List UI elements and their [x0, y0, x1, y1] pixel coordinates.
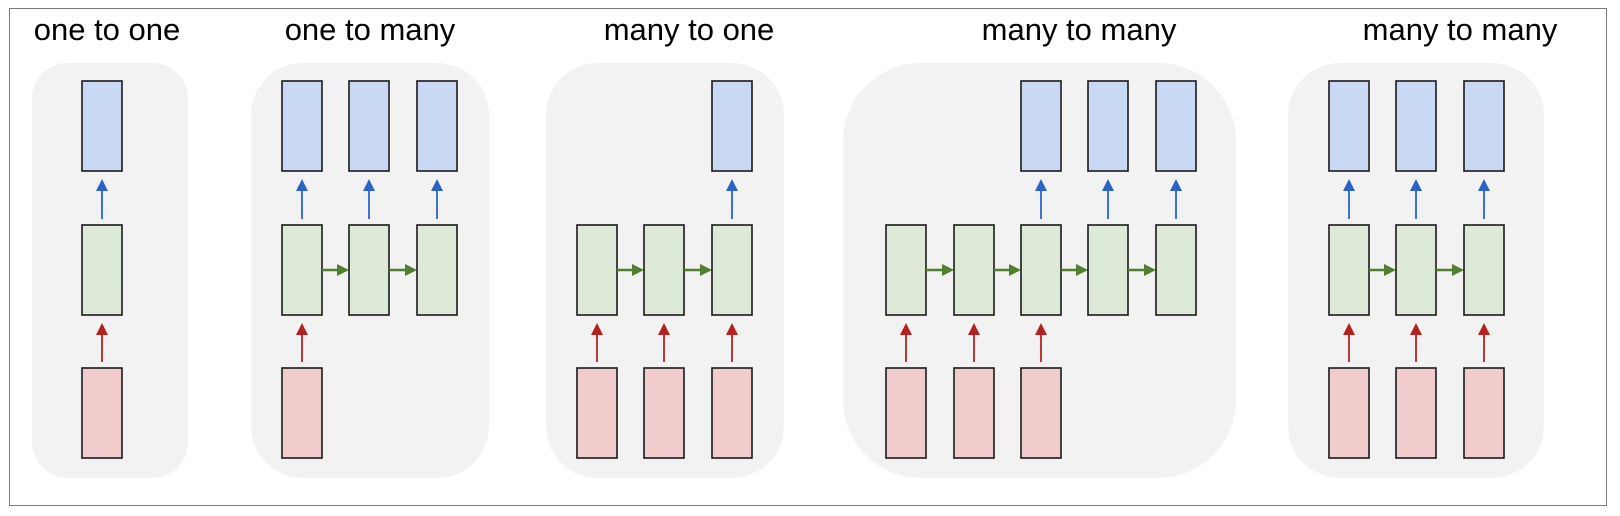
recurrent-arrow-p4-2-head	[1009, 264, 1021, 276]
output-arrow-p5-1-head	[1343, 179, 1355, 191]
input-arrow-p1-1-head	[96, 323, 108, 335]
panel-title-one-to-one: one to one	[34, 12, 181, 47]
recurrent-arrow-p4-4-head	[1144, 264, 1156, 276]
input-box-p3-3	[711, 367, 753, 459]
output-box-p5-1	[1328, 80, 1370, 172]
hidden-state-box-p5-2	[1395, 224, 1437, 316]
hidden-state-box-p3-1	[576, 224, 618, 316]
hidden-state-box-p4-4	[1087, 224, 1129, 316]
output-arrow-p5-3-head	[1478, 179, 1490, 191]
panel-title-many-to-one: many to one	[604, 12, 775, 47]
output-arrow-p3-3-head	[726, 179, 738, 191]
hidden-state-box-p5-1	[1328, 224, 1370, 316]
input-box-p2-1	[281, 367, 323, 459]
hidden-state-box-p2-1	[281, 224, 323, 316]
diagram-frame	[9, 8, 1607, 506]
output-box-p4-3	[1020, 80, 1062, 172]
input-arrow-p5-3-head	[1478, 323, 1490, 335]
output-box-p3-3	[711, 80, 753, 172]
input-arrow-p3-2-head	[658, 323, 670, 335]
output-arrow-p4-5-head	[1170, 179, 1182, 191]
input-arrow-p3-3-head	[726, 323, 738, 335]
output-box-p1-1	[81, 80, 123, 172]
panel-title-many-to-many-2: many to many	[1363, 12, 1558, 47]
output-arrow-p2-3-head	[431, 179, 443, 191]
input-box-p5-1	[1328, 367, 1370, 459]
recurrent-arrow-p5-2-head	[1452, 264, 1464, 276]
output-box-p2-3	[416, 80, 458, 172]
input-arrow-p4-1-head	[900, 323, 912, 335]
recurrent-arrow-p2-2-head	[405, 264, 417, 276]
input-arrow-p4-2-head	[968, 323, 980, 335]
panel-title-many-to-many-1: many to many	[982, 12, 1177, 47]
hidden-state-box-p4-2	[953, 224, 995, 316]
hidden-state-box-p3-3	[711, 224, 753, 316]
output-arrow-p2-2-head	[363, 179, 375, 191]
input-arrow-p4-3-head	[1035, 323, 1047, 335]
recurrent-arrow-p3-2-head	[700, 264, 712, 276]
output-box-p5-2	[1395, 80, 1437, 172]
input-arrow-p2-1-head	[296, 323, 308, 335]
hidden-state-box-p2-2	[348, 224, 390, 316]
hidden-state-box-p1-1	[81, 224, 123, 316]
input-box-p4-1	[885, 367, 927, 459]
output-arrow-p4-4-head	[1102, 179, 1114, 191]
recurrent-arrow-p4-3-head	[1076, 264, 1088, 276]
output-box-p5-3	[1463, 80, 1505, 172]
input-box-p3-1	[576, 367, 618, 459]
hidden-state-box-p4-3	[1020, 224, 1062, 316]
input-box-p4-3	[1020, 367, 1062, 459]
output-arrow-p2-1-head	[296, 179, 308, 191]
output-arrow-p1-1-head	[96, 179, 108, 191]
output-box-p4-5	[1155, 80, 1197, 172]
hidden-state-box-p5-3	[1463, 224, 1505, 316]
recurrent-arrow-p3-1-head	[632, 264, 644, 276]
input-box-p5-2	[1395, 367, 1437, 459]
output-arrow-p4-3-head	[1035, 179, 1047, 191]
hidden-state-box-p3-2	[643, 224, 685, 316]
output-box-p2-1	[281, 80, 323, 172]
output-box-p2-2	[348, 80, 390, 172]
output-arrow-p5-2-head	[1410, 179, 1422, 191]
hidden-state-box-p4-1	[885, 224, 927, 316]
hidden-state-box-p2-3	[416, 224, 458, 316]
panel-title-one-to-many: one to many	[285, 12, 456, 47]
input-box-p1-1	[81, 367, 123, 459]
input-arrow-p5-2-head	[1410, 323, 1422, 335]
hidden-state-box-p4-5	[1155, 224, 1197, 316]
input-arrow-p3-1-head	[591, 323, 603, 335]
recurrent-arrow-p5-1-head	[1384, 264, 1396, 276]
input-box-p4-2	[953, 367, 995, 459]
input-box-p5-3	[1463, 367, 1505, 459]
output-box-p4-4	[1087, 80, 1129, 172]
input-box-p3-2	[643, 367, 685, 459]
recurrent-arrow-p2-1-head	[337, 264, 349, 276]
recurrent-arrow-p4-1-head	[942, 264, 954, 276]
input-arrow-p5-1-head	[1343, 323, 1355, 335]
